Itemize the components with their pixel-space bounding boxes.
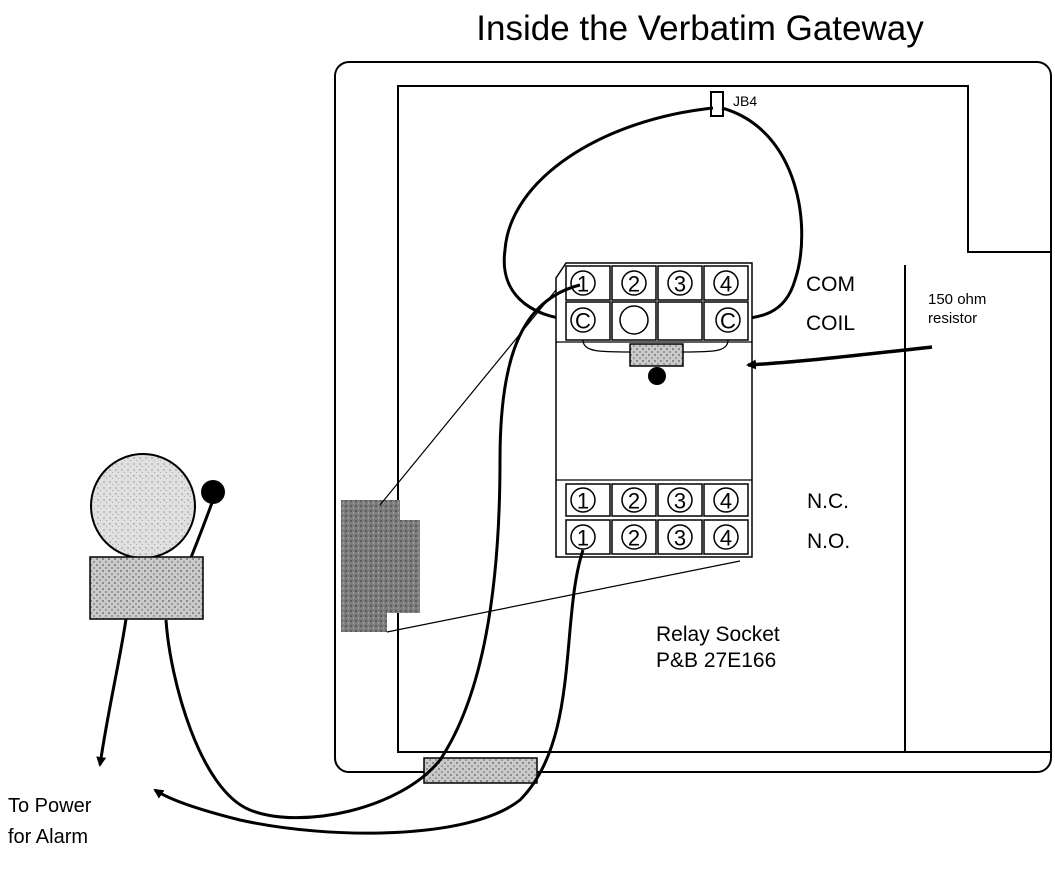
bell-striker [201,480,225,504]
resistor-component [629,343,684,367]
bell-base [89,556,204,620]
com-terminal-4: 4 [720,272,732,297]
nc-terminal-1: 1 [577,489,589,514]
jb4-label: JB4 [733,93,757,109]
leader-line-bottom [386,560,741,633]
coil-label: COIL [806,312,855,335]
com-terminal-3: 3 [674,272,686,297]
no-wire-to-power [153,549,585,835]
coil-terminal-c-right: C [720,309,736,334]
power-label-line2: for Alarm [8,826,88,848]
empty-terminal-circle [619,305,649,335]
com-terminal-1: 1 [577,272,589,297]
resistor-pointer-arrow [746,345,933,370]
no-terminal-row: 1 2 3 4 [565,519,749,555]
resistor-lead-left [582,339,631,353]
bell-dome [90,453,196,559]
coil-terminal-row: C C [565,301,749,341]
resistor-dot [648,367,666,385]
bell-striker-arm [188,499,215,561]
nc-label: N.C. [807,490,849,513]
resistor-lead-right [682,339,729,353]
nc-terminal-2: 2 [628,489,640,514]
nc-terminal-3: 3 [674,489,686,514]
resistor-label-line2: resistor [928,310,977,327]
alarm-bell [89,453,225,620]
circuit-board-outline [397,85,1052,753]
leader-line-top [379,289,557,506]
bell-wire-to-power [96,618,128,767]
power-label-line1: To Power [8,795,92,817]
no-terminal-3: 3 [674,526,686,551]
com-label: COM [806,273,855,296]
jb4-connector [710,91,724,117]
com-terminal-2: 2 [628,272,640,297]
board-mount-block [341,500,420,632]
diagram-title: Inside the Verbatim Gateway [476,9,924,48]
socket-label-line1: Relay Socket [656,623,780,646]
socket-label-line2: P&B 27E166 [656,649,776,672]
com-terminal-row: 1 2 3 4 [565,265,749,301]
resistor-label-line1: 150 ohm [928,291,986,308]
no-terminal-4: 4 [720,526,732,551]
coil-terminal-c-left: C [575,309,591,334]
cable-grommet [423,757,538,784]
jb4-wire-right [721,106,804,322]
no-terminal-1: 1 [577,526,589,551]
no-label: N.O. [807,530,850,553]
no-terminal-2: 2 [628,526,640,551]
nc-terminal-4: 4 [720,489,732,514]
nc-terminal-row: 1 2 3 4 [565,483,749,517]
com-wire-to-bell [164,283,581,820]
